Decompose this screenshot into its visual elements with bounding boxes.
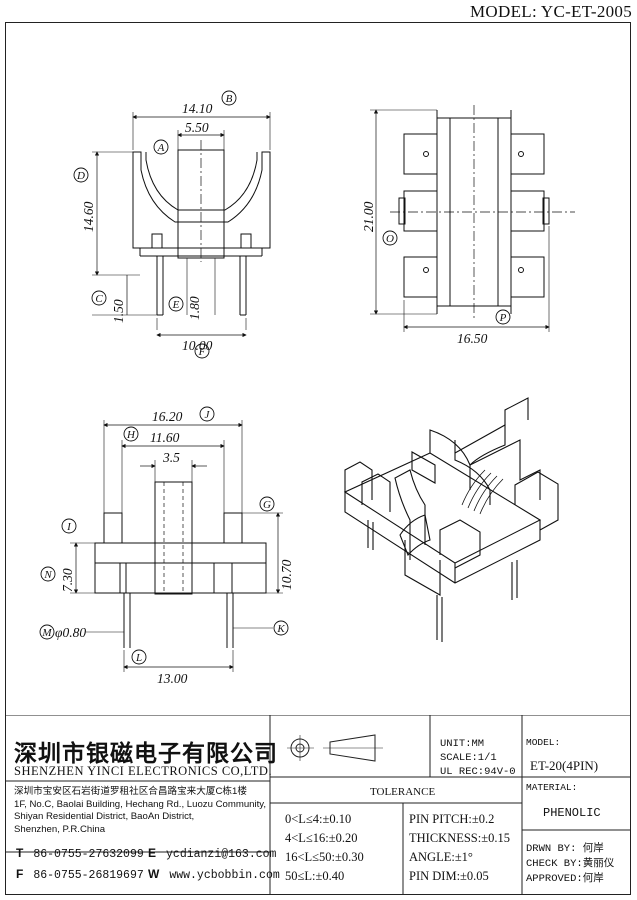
label-f: F <box>198 346 206 358</box>
technical-drawing: 14.10 5.50 14.60 1.50 1.80 10.00 21.00 1… <box>39 90 575 686</box>
label-g: G <box>263 499 271 511</box>
front-dim-height: 14.60 <box>81 201 96 232</box>
isometric-view <box>343 397 559 642</box>
title-block-grid <box>5 715 631 895</box>
address-line: Shiyan Residential District, BaoAn Distr… <box>14 811 195 823</box>
address-line: 深圳市宝安区石岩街道罗租社区合昌路宝来大厦C栋1楼 <box>14 786 247 797</box>
label-k: K <box>276 623 285 635</box>
label-p: P <box>499 312 507 324</box>
scale-spec: SCALE:1/1 <box>440 752 497 764</box>
drawing-frame <box>5 22 631 895</box>
tel-value: 86-0755-27632099 <box>33 848 144 861</box>
tel-label: T <box>16 846 24 860</box>
model-value: ET-20(4PIN) <box>530 758 599 773</box>
label-d: D <box>76 170 85 182</box>
address-line: 1F, No.C, Baolai Building, Hechang Rd., … <box>14 798 267 810</box>
ul-spec: UL REC:94V-0 <box>440 766 516 778</box>
top-dim-length: 21.00 <box>361 201 376 232</box>
tolerance-row-right: THICKNESS:±0.15 <box>409 831 510 845</box>
address-line: Shenzhen, P.R.China <box>14 823 106 835</box>
front-dim-width: 14.10 <box>182 101 213 116</box>
label-m: M <box>41 627 52 639</box>
label-o: O <box>386 233 394 245</box>
label-i: I <box>66 521 72 533</box>
front-dim-pin-len: 1.50 <box>111 299 126 323</box>
company-name-cn: 深圳市银磁电子有限公司 <box>14 740 278 767</box>
side-dim-width: 16.20 <box>152 409 183 424</box>
label-n: N <box>43 569 52 581</box>
contact-tel: T 86-0755-27632099 <box>16 846 144 861</box>
email-label: E <box>148 846 157 860</box>
tolerance-title: TOLERANCE <box>370 786 436 798</box>
model-title: MODEL: YC-ET-2005 <box>470 2 633 21</box>
projection-symbol-icon <box>287 734 383 762</box>
side-dim-pin-dia: φ0.80 <box>55 625 86 640</box>
tolerance-row-right: PIN PITCH:±0.2 <box>409 812 495 826</box>
label-c: C <box>95 293 103 305</box>
top-dim-width: 16.50 <box>457 331 488 346</box>
side-dim-inner: 11.60 <box>150 430 180 445</box>
drawn-by: DRWN BY: 何岸 <box>526 840 604 855</box>
fax-label: F <box>16 867 24 881</box>
approved-by: APPROVED:何岸 <box>526 870 604 885</box>
label-l: L <box>135 652 142 664</box>
tolerance-row: 16<L≤50:±0.30 <box>285 850 364 864</box>
drawn-value: 何岸 <box>582 843 604 855</box>
label-b: B <box>226 93 233 105</box>
tolerance-row: 0<L≤4:±0.10 <box>285 812 352 826</box>
approved-value: 何岸 <box>582 873 604 885</box>
approved-label: APPROVED: <box>526 873 583 885</box>
company-address: 深圳市宝安区石岩街道罗租社区合昌路宝来大厦C栋1楼 1F, No.C, Baol… <box>14 786 270 836</box>
tolerance-row-right: PIN DIM:±0.05 <box>409 869 489 883</box>
web-label: W <box>148 867 160 881</box>
side-dim-pin-span: 13.00 <box>157 671 188 686</box>
label-e: E <box>172 299 180 311</box>
tolerance-row: 4<L≤16:±0.20 <box>285 831 358 845</box>
front-dim-inner: 5.50 <box>185 120 209 135</box>
email-value: ycdianzi@163.com <box>166 848 277 861</box>
front-dim-slot: 1.80 <box>187 296 202 320</box>
unit-spec: UNIT:MM <box>440 738 485 750</box>
material-value: PHENOLIC <box>543 806 601 820</box>
label-h: H <box>126 429 136 441</box>
company-name-en: SHENZHEN YINCI ELECTRONICS CO,LTD. <box>14 764 273 778</box>
contact-fax: F 86-0755-26819697 <box>16 867 144 882</box>
label-j: J <box>205 409 211 421</box>
check-value: 黄丽仪 <box>582 858 615 870</box>
front-view <box>92 112 271 338</box>
side-dim-base: 7.30 <box>60 568 75 592</box>
fax-value: 86-0755-26819697 <box>33 869 144 882</box>
web-value: www.ycbobbin.com <box>169 869 280 882</box>
check-label: CHECK BY: <box>526 858 583 870</box>
drawn-label: DRWN BY: <box>526 843 577 855</box>
side-view <box>70 420 283 672</box>
side-dim-height: 10.70 <box>279 559 294 590</box>
label-a: A <box>157 142 165 154</box>
tolerance-row: 50≤L:±0.40 <box>285 869 345 883</box>
top-view <box>370 105 575 332</box>
check-by: CHECK BY:黄丽仪 <box>526 855 614 870</box>
tolerance-row-right: ANGLE:±1° <box>409 850 473 864</box>
model-label: MODEL: <box>526 737 561 748</box>
side-dim-slot: 3.5 <box>162 450 180 465</box>
material-label: MATERIAL: <box>526 782 578 793</box>
